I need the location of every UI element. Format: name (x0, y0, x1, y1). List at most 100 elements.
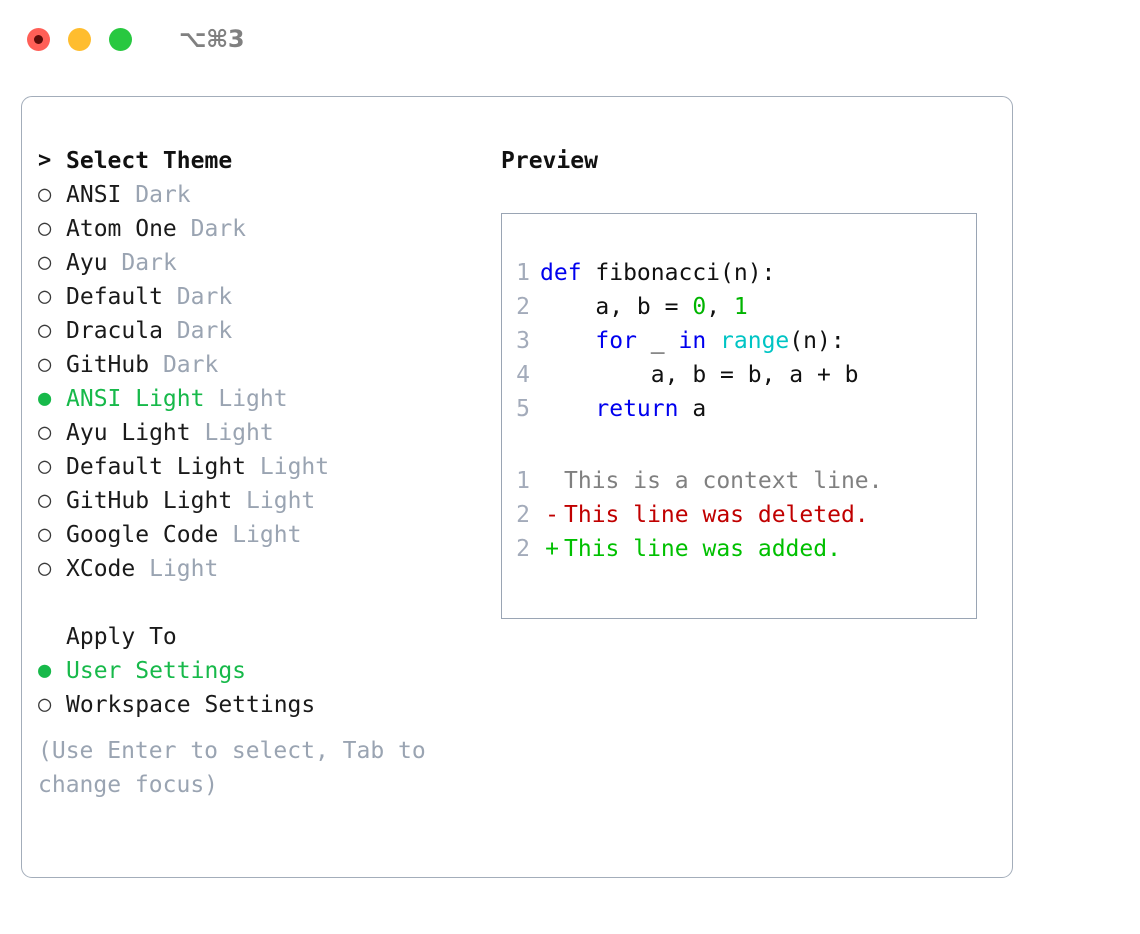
theme-name: XCode (66, 556, 136, 582)
keyboard-shortcut-label: ⌥⌘3 (179, 25, 245, 53)
theme-variant-badge: Dark (190, 216, 247, 242)
theme-variant-badge: Light (218, 386, 288, 412)
theme-name: ANSI Light (66, 386, 205, 412)
radio-unselected-icon[interactable]: ○ (38, 692, 52, 717)
theme-label-gap (204, 382, 218, 416)
diff-sample: 1 This is a context line.2-This line was… (502, 464, 976, 566)
caret-icon: > (38, 148, 52, 173)
line-number: 1 (516, 260, 530, 286)
code-token: (n): (789, 328, 845, 354)
radio-unselected-icon[interactable]: ○ (38, 318, 52, 343)
theme-list-item[interactable]: ○ Atom One Dark (38, 212, 498, 246)
radio-selected-icon[interactable]: ● (38, 658, 52, 683)
radio-unselected-icon[interactable]: ○ (38, 454, 52, 479)
theme-variant-badge: Light (259, 454, 330, 480)
apply-to-item[interactable]: ○Workspace Settings (38, 688, 498, 722)
apply-to-header-marker (38, 620, 66, 654)
theme-name: Ayu (66, 250, 108, 276)
radio-unselected-icon[interactable]: ○ (38, 284, 52, 309)
apply-to-label: User Settings (66, 658, 247, 684)
radio-unselected-icon[interactable]: ○ (38, 420, 52, 445)
code-token: a, b = b, a + b (540, 362, 859, 388)
code-diff-gap (502, 426, 976, 464)
code-token: return (595, 396, 679, 422)
line-number: 2 (516, 502, 530, 528)
diff-marker: + (545, 536, 559, 562)
theme-list-item[interactable]: ○Ayu Light Light (38, 416, 498, 450)
main-panel: > Select Theme ○ANSI Dark○Atom One Dark○… (21, 96, 1013, 878)
radio-unselected-icon[interactable]: ○ (38, 522, 52, 547)
theme-variant-badge: Dark (121, 250, 177, 276)
code-token (540, 392, 595, 426)
code-token: in (678, 328, 707, 354)
code-token: for (595, 328, 637, 354)
theme-variant-badge: Dark (135, 182, 191, 208)
radio-unselected-icon[interactable]: ○ (38, 556, 52, 581)
maximize-button[interactable] (109, 27, 132, 51)
line-number: 3 (516, 328, 530, 354)
theme-label-gap (218, 518, 232, 552)
line-number: 4 (516, 362, 530, 388)
code-token: def (540, 260, 596, 286)
diff-line: 2+This line was added. (502, 532, 976, 566)
apply-to-item[interactable]: ● User Settings (38, 654, 498, 688)
theme-list-item[interactable]: ○ ANSI Dark (38, 178, 498, 212)
theme-list-item[interactable]: ○Default Light Light (38, 450, 498, 484)
theme-list: ○ANSI Dark○Atom One Dark○Ayu Dark○Defaul… (38, 178, 498, 586)
code-token: range (720, 328, 790, 354)
theme-variant-badge: Dark (176, 284, 233, 310)
code-token: , (706, 294, 734, 320)
theme-list-item[interactable]: ○ Dracula Dark (38, 314, 498, 348)
theme-label-gap (121, 178, 135, 212)
close-button[interactable] (27, 27, 50, 51)
theme-name: Atom One (66, 216, 177, 242)
theme-label-gap (108, 246, 122, 280)
theme-label-gap (135, 552, 149, 586)
diff-text: This is a context line. (564, 468, 883, 494)
theme-name: Dracula (66, 318, 163, 344)
section-spacer (38, 586, 498, 620)
code-line: 4 a, b = b, a + b (502, 358, 976, 392)
theme-name: GitHub (66, 352, 150, 378)
theme-label-gap (149, 348, 163, 382)
theme-list-item[interactable]: ○ Default Dark (38, 280, 498, 314)
apply-to-list: ● User Settings ○Workspace Settings (38, 654, 498, 722)
code-token (540, 324, 595, 358)
radio-unselected-icon[interactable]: ○ (38, 182, 52, 207)
theme-name: Default (66, 284, 163, 310)
code-token: 0 (692, 294, 707, 320)
radio-unselected-icon[interactable]: ○ (38, 250, 52, 275)
radio-unselected-icon[interactable]: ○ (38, 488, 52, 513)
theme-list-item[interactable]: ○ XCode Light (38, 552, 498, 586)
radio-unselected-icon[interactable]: ○ (38, 216, 52, 241)
theme-list-item[interactable]: ○ Google Code Light (38, 518, 498, 552)
theme-variant-badge: Light (246, 488, 316, 514)
theme-name: ANSI (66, 182, 122, 208)
diff-marker: - (545, 502, 559, 528)
theme-name: Google Code (66, 522, 219, 548)
theme-list-item[interactable]: ○GitHub Light Light (38, 484, 498, 518)
theme-name: Ayu Light (66, 420, 191, 446)
theme-variant-badge: Light (232, 522, 302, 548)
apply-to-title: Apply To (66, 624, 177, 650)
code-line: 2 a, b = 0, 1 (502, 290, 976, 324)
radio-unselected-icon[interactable]: ○ (38, 352, 52, 377)
theme-variant-badge: Light (149, 556, 219, 582)
theme-list-item[interactable]: ○GitHub Dark (38, 348, 498, 382)
theme-label-gap (191, 416, 205, 450)
radio-selected-icon[interactable]: ● (38, 386, 52, 411)
diff-line: 1 This is a context line. (502, 464, 976, 498)
theme-label-gap (163, 280, 177, 314)
theme-list-item[interactable]: ● ANSI Light Light (38, 382, 498, 416)
theme-variant-badge: Dark (176, 318, 233, 344)
diff-text: This line was added. (564, 536, 841, 562)
line-number: 5 (516, 396, 530, 422)
code-token (706, 324, 720, 358)
diff-line: 2-This line was deleted. (502, 498, 976, 532)
theme-list-item[interactable]: ○ Ayu Dark (38, 246, 498, 280)
minimize-button[interactable] (68, 27, 91, 51)
theme-label-gap (232, 484, 246, 518)
